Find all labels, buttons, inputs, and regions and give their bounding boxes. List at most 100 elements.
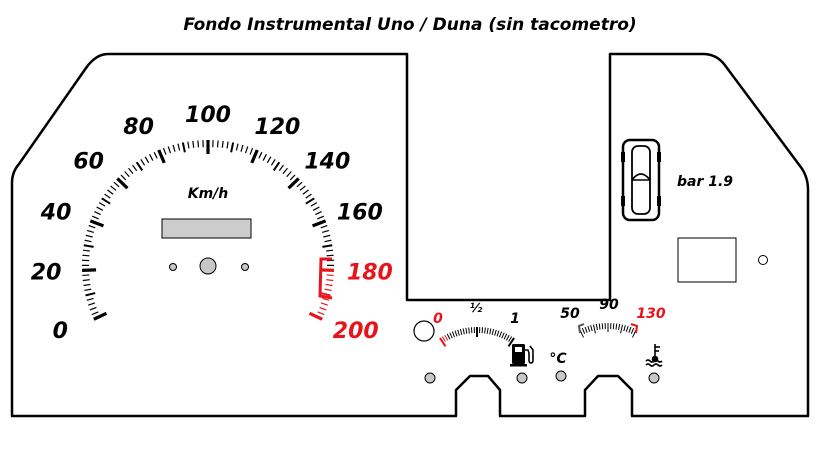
speedometer-tick: [249, 147, 254, 155]
speedometer-tick: [172, 144, 176, 152]
speedometer-tick: [101, 197, 111, 205]
fuel-gauge-tick: [505, 334, 510, 341]
temperature-gauge-tick: [612, 323, 615, 330]
speedometer-tick: [226, 141, 229, 149]
odometer-display: [161, 218, 252, 239]
speedometer-label-180: 180: [347, 260, 393, 285]
speedometer-tick: [305, 193, 312, 199]
fuel-gauge-tick: [441, 336, 446, 342]
speedometer-label-200: 200: [333, 319, 379, 344]
speedometer-tick: [216, 140, 219, 148]
speedometer-tick: [258, 151, 263, 159]
speedometer-label-120: 120: [254, 115, 300, 140]
speedometer-tick: [326, 274, 334, 277]
fuel-gauge-tick: [503, 333, 508, 340]
panel-outline: [10, 52, 810, 418]
fuel-gauge-pivot: [413, 320, 435, 342]
fuel-gauge-tick: [462, 328, 465, 335]
temperature-gauge-tick: [595, 323, 598, 331]
speedometer-tick: [310, 202, 318, 207]
speedometer-tick: [286, 171, 292, 178]
speedometer-tick: [149, 154, 154, 161]
temp-scale-hot-end: [630, 323, 639, 334]
speedometer-label-20: 20: [31, 260, 62, 285]
speedometer-lamp-right: [241, 263, 249, 271]
speedometer-tick: [89, 219, 105, 228]
speedometer-tick: [83, 244, 94, 248]
fuel-gauge-tick: [508, 336, 513, 342]
speedometer-label-40: 40: [40, 201, 72, 226]
speedometer-tick: [82, 279, 90, 282]
speedometer-tick: [187, 141, 190, 149]
fuel-gauge-tick: [496, 330, 500, 337]
speedometer-tick: [162, 147, 167, 155]
temperature-gauge-tick: [598, 323, 601, 330]
speedometer-tick: [324, 239, 332, 243]
speedometer-tick: [262, 154, 267, 161]
fuel-gauge-tick: [439, 337, 447, 347]
speedometer-tick: [84, 239, 92, 243]
page-title: Fondo Instrumental Uno / Duna (sin tacom…: [183, 15, 636, 35]
fuel-gauge-tick: [486, 327, 489, 334]
speedometer-tick: [91, 311, 99, 316]
speedometer-tick: [140, 159, 146, 166]
speedometer-tick: [94, 211, 101, 216]
fuel-gauge-tick: [489, 328, 492, 335]
fuel-gauge-tick: [451, 331, 456, 338]
speedometer-tick: [322, 244, 333, 248]
speedometer-tick: [325, 249, 334, 252]
needle-pivot: [199, 257, 217, 275]
speedometer-tick: [153, 151, 158, 159]
warning-lamp-1: [424, 372, 436, 384]
fuel-pump-icon: [510, 344, 534, 367]
speedometer-tick: [289, 174, 296, 181]
fuel-gauge-tick: [501, 332, 505, 339]
speedometer-tick: [230, 142, 235, 153]
fuel-label-empty: 0: [433, 311, 443, 327]
fuel-gauge-scale: [439, 327, 515, 347]
fuel-label-full: 1: [510, 311, 520, 327]
temperature-gauge-scale: [579, 323, 637, 338]
speedometer-tick: [144, 156, 150, 164]
speedometer-tick: [296, 181, 303, 188]
car-top-view-icon: [621, 138, 661, 222]
speedometer-tick: [181, 142, 186, 153]
speedometer-tick: [88, 302, 96, 306]
speedometer-tick: [315, 211, 322, 216]
speedometer-tick: [305, 197, 315, 205]
fuel-gauge-tick: [491, 328, 495, 336]
speedometer-tick: [324, 288, 332, 292]
fuel-gauge-tick: [457, 329, 460, 336]
speedometer-tick: [323, 234, 331, 238]
speedometer-tick: [86, 297, 94, 301]
speedometer-tick: [235, 143, 239, 151]
speedometer-tick: [244, 146, 249, 154]
auxiliary-display-window: [677, 237, 737, 283]
temperature-gauge-tick: [584, 326, 588, 333]
temperature-gauge-tick: [587, 325, 591, 332]
speedometer-tick: [107, 189, 114, 195]
temperature-gauge-tick: [625, 325, 629, 332]
warning-lamp-4: [648, 372, 660, 384]
speedometer-tick: [197, 140, 200, 148]
speedometer-lamp-left: [169, 263, 177, 271]
speedometer-tick: [317, 215, 324, 220]
speedometer-tick: [177, 143, 181, 151]
speedometer-label-160: 160: [337, 201, 383, 226]
speedometer-tick: [96, 206, 104, 211]
speedometer-tick: [82, 249, 91, 252]
fuel-gauge-tick: [498, 331, 503, 338]
temp-label-90: 90: [599, 297, 619, 313]
speedometer-label-140: 140: [304, 149, 350, 174]
speedometer-tick: [83, 283, 91, 287]
speedometer-tick: [299, 185, 306, 191]
speedometer-tick: [278, 164, 284, 172]
speedometer-tick: [124, 171, 130, 178]
speedometer-tick: [82, 254, 90, 257]
speedometer-tick: [321, 229, 330, 233]
temp-label-50: 50: [560, 306, 580, 322]
speedometer-tick: [320, 302, 328, 306]
speedometer-tick: [270, 159, 276, 166]
speedometer-tick: [320, 292, 331, 297]
